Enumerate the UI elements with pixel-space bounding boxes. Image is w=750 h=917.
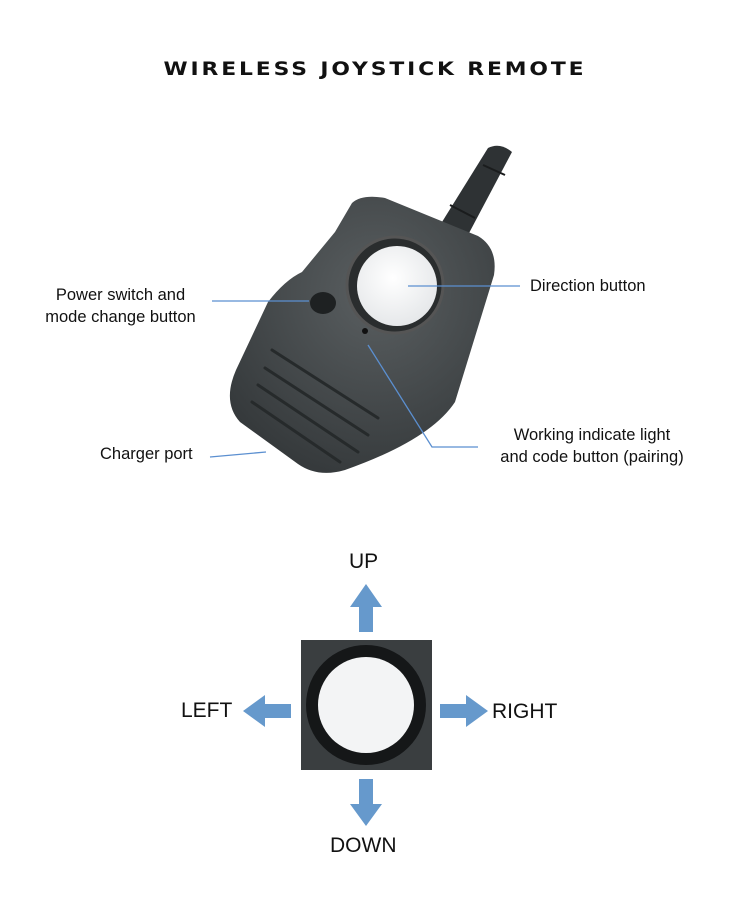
arrow-right-icon [440, 695, 488, 727]
callout-power: Power switch and mode change button [33, 284, 208, 328]
joystick-closeup [301, 640, 432, 770]
remote-antenna [442, 145, 512, 235]
arrow-down-icon [350, 779, 382, 826]
callout-indicator: Working indicate light and code button (… [486, 424, 698, 468]
callout-indicator-line1: Working indicate light [513, 426, 671, 444]
indicator-light [362, 328, 368, 334]
callout-charger: Charger port [100, 445, 193, 463]
arrow-up-icon [350, 584, 382, 632]
label-down: DOWN [330, 834, 397, 857]
direction-button[interactable] [357, 246, 437, 326]
label-right: RIGHT [492, 700, 558, 723]
callout-indicator-line2: and code button (pairing) [500, 448, 684, 466]
remote-grip-ridges [250, 348, 380, 464]
callout-power-line2: mode change button [45, 308, 196, 326]
arrow-left-icon [243, 695, 291, 727]
callout-lines [209, 285, 520, 458]
callout-direction: Direction button [530, 277, 646, 295]
callout-power-line1: Power switch and [55, 286, 186, 304]
page-title: WIRELESS JOYSTICK REMOTE [163, 58, 587, 80]
label-left: LEFT [181, 699, 233, 722]
power-button[interactable] [310, 292, 336, 314]
label-up: UP [349, 550, 379, 573]
